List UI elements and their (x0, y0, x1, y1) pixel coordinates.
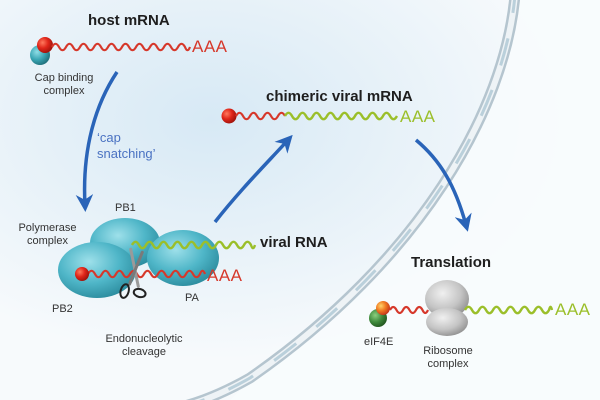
cap-icon (221, 108, 237, 124)
cap-snatching-arrow (75, 71, 119, 212)
ribosome-small-subunit (426, 308, 468, 336)
ribosome-line2: complex (427, 358, 469, 370)
nuclear-membrane (185, 0, 520, 400)
cap-icon (75, 267, 89, 281)
ribosome-line1: Ribosome (423, 345, 473, 357)
polymerase-complex (58, 218, 257, 299)
scissors-icon (119, 247, 147, 299)
export-arrow (213, 134, 293, 224)
cap-snatching-label: ‘cap snatching’ (97, 130, 156, 162)
cap-binding-line1: Cap binding (34, 72, 94, 84)
chimeric-mrna-title: chimeric viral mRNA (266, 88, 413, 105)
cap-binding-complex-label: Cap binding complex (29, 72, 99, 98)
host-derived-segment (235, 111, 286, 121)
host-mrna-title: host mRNA (88, 12, 170, 29)
cap-snatching-line1: ‘cap (97, 130, 121, 145)
viral-segment (463, 305, 554, 315)
translation-title: Translation (411, 254, 492, 271)
pb2-label: PB2 (52, 303, 73, 315)
translation-arrow (414, 138, 472, 232)
cytoplasm-region (230, 0, 600, 400)
chimeric-polya-tail: AAA (400, 107, 436, 126)
ribosome-complex-label: Ribosome complex (418, 345, 478, 371)
cleavage-line2: cleavage (121, 346, 167, 358)
cap-binding-line2: complex (43, 85, 85, 97)
host-mrna (30, 37, 192, 65)
chimeric-viral-mrna (221, 108, 399, 124)
endonucleolytic-cleavage-label: Endonucleolytic cleavage (98, 333, 190, 359)
translation-polya-tail: AAA (555, 300, 591, 319)
cleavage-line1: Endonucleolytic (105, 333, 183, 345)
pb2-subunit (58, 242, 136, 298)
host-rna-in-complex (87, 269, 207, 279)
viral-rna-strand (130, 240, 257, 250)
polymerase-line1: Polymerase (18, 222, 77, 234)
host-polya-tail: AAA (192, 37, 228, 56)
viral-rna-label: viral RNA (260, 234, 328, 251)
polymerase-complex-label: Polymerase complex (10, 222, 85, 248)
pb1-label: PB1 (115, 202, 136, 214)
ribosome-large-subunit (425, 280, 469, 318)
translation-complex (369, 280, 554, 336)
cap-icon (376, 301, 390, 315)
polymerase-line2: complex (27, 235, 68, 247)
polymerase-polya-tail: AAA (207, 266, 243, 285)
host-derived-segment (389, 305, 429, 315)
cap-snatching-line2: snatching’ (97, 146, 156, 161)
host-rna-strand (51, 42, 192, 52)
pa-label: PA (185, 292, 199, 304)
eif4e-label: eIF4E (364, 336, 394, 348)
viral-segment (283, 111, 399, 121)
cap-icon (37, 37, 53, 53)
